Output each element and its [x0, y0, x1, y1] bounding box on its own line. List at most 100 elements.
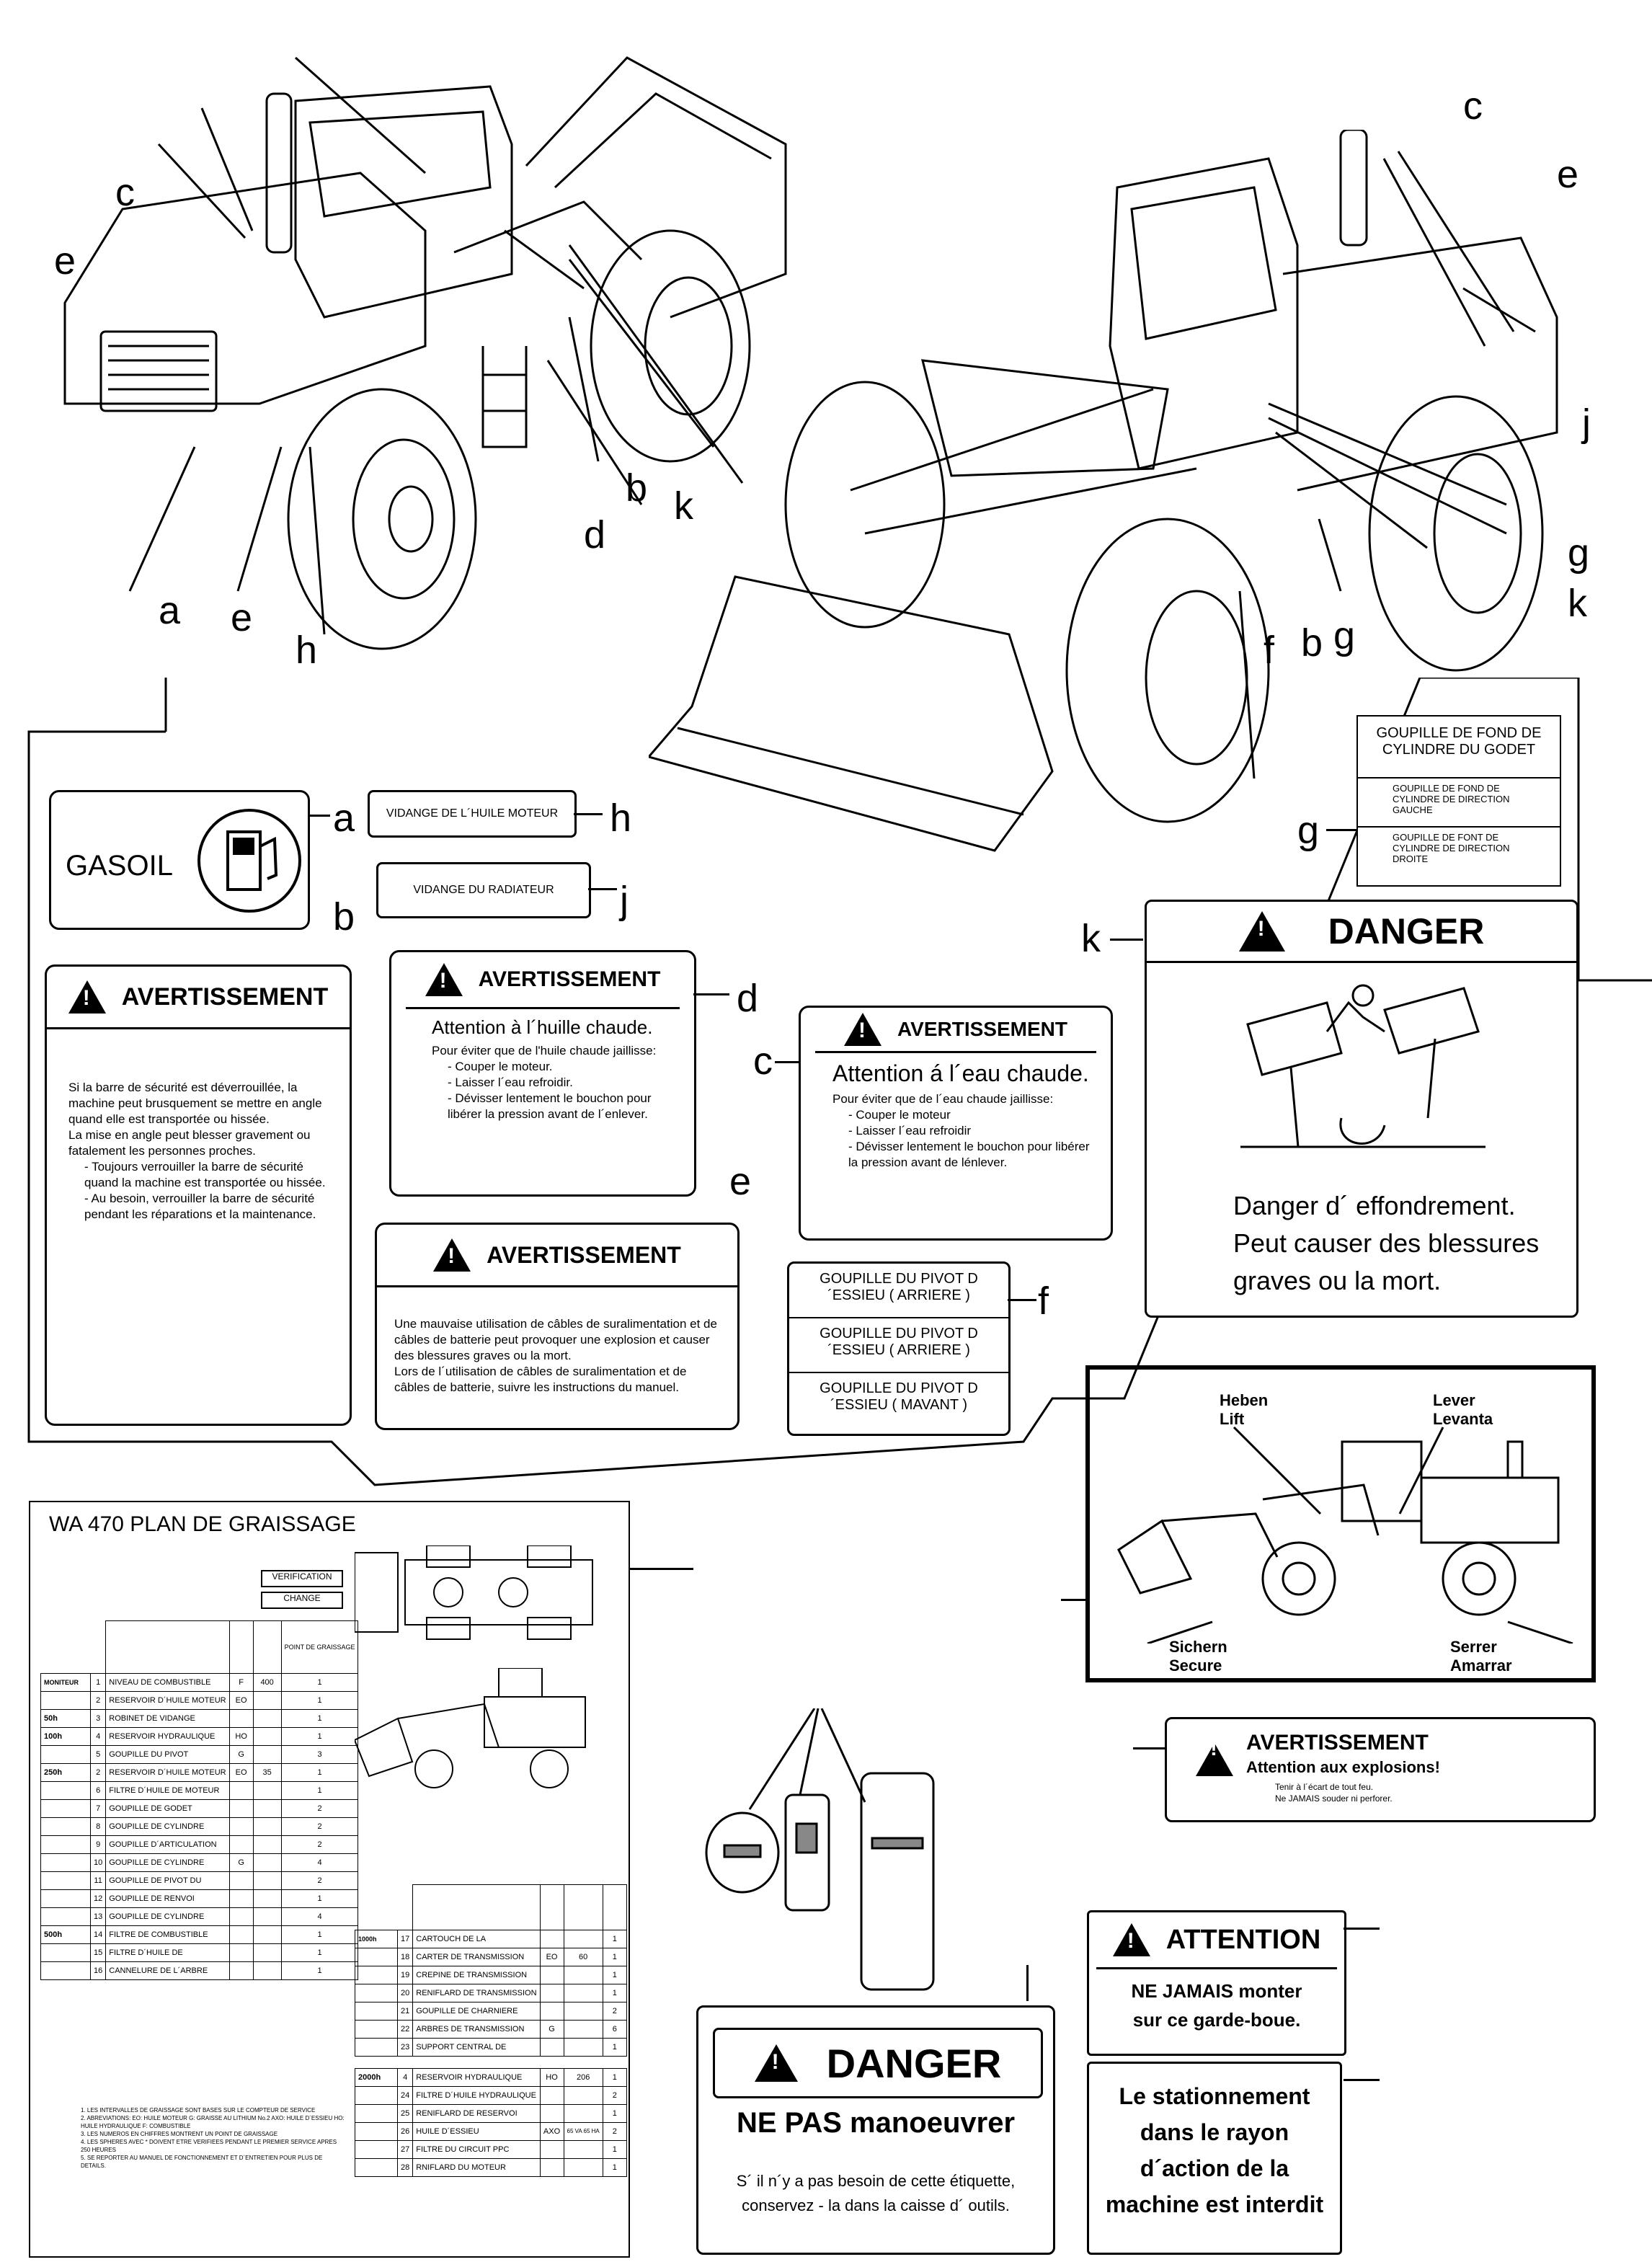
interval — [40, 1690, 91, 1710]
tiedown-fr: Serrer — [1450, 1638, 1497, 1656]
warning-triangle-icon — [1196, 1731, 1233, 1776]
row-code: G — [228, 1744, 254, 1764]
row-pts: 1 — [602, 2157, 627, 2177]
label-a-letter: a — [333, 797, 355, 840]
row-qty — [252, 1708, 282, 1728]
explosion-header: AVERTISSEMENT — [1246, 1731, 1429, 1755]
row-no: 27 — [396, 2139, 414, 2159]
row-pts: 1 — [280, 1672, 359, 1692]
row-no: 2 — [89, 1762, 107, 1782]
row-no: 4 — [89, 1726, 107, 1746]
interval: 500h — [40, 1925, 91, 1944]
lube-notes: 1. LES INTERVALLES DE GRAISSAGE SONT BAS… — [81, 2106, 347, 2170]
callout-j-top: j — [1582, 402, 1591, 445]
lube-points-side-view — [355, 1668, 586, 1788]
label-d-intro: Pour éviter que de l'huile chaude jailli… — [432, 1044, 657, 1057]
leader-line-lift — [1061, 1599, 1085, 1601]
label-d-hot-oil-warning: AVERTISSEMENT Attention à l´huille chaud… — [389, 950, 696, 1197]
row-no: 14 — [89, 1925, 107, 1944]
row-pts: 1 — [280, 1925, 359, 1944]
row-no: 12 — [89, 1889, 107, 1908]
row-pts: 3 — [280, 1744, 359, 1764]
danger-bottom-header: DANGER — [826, 2040, 1002, 2086]
lift-es: Levanta — [1433, 1410, 1493, 1428]
tiedown-de: Sichern — [1169, 1638, 1227, 1656]
label-c-hot-water-warning: AVERTISSEMENT Attention á l´eau chaude. … — [799, 1006, 1113, 1241]
interval — [40, 1744, 91, 1764]
row-no: 15 — [89, 1943, 107, 1962]
label-j-text: VIDANGE DU RADIATEUR — [413, 884, 554, 896]
leader-line-d — [693, 993, 729, 995]
row-pts: 1 — [602, 2139, 627, 2159]
row-no: 18 — [396, 1947, 414, 1966]
row-no: 28 — [396, 2157, 414, 2177]
label-b-item: Au besoin, verrouiller la barre de sécur… — [84, 1191, 335, 1223]
row-no: 26 — [396, 2121, 414, 2141]
warning-triangle-icon — [1238, 911, 1285, 952]
callout-f-top: f — [1264, 629, 1275, 672]
callout-a-top: a — [159, 589, 181, 632]
row-item: GOUPILLE DE GODET — [105, 1798, 230, 1818]
row-pts: 1 — [280, 1889, 359, 1908]
row-item: RENIFLARD DE RESERVOI — [412, 2103, 541, 2123]
label-f-axle-pivot-pins: GOUPILLE DU PIVOT D´ESSIEU ( ARRIERE ) G… — [787, 1261, 1011, 1436]
row-no: 9 — [89, 1835, 107, 1854]
row-no: 25 — [396, 2103, 414, 2123]
label-c-header: AVERTISSEMENT — [801, 1008, 1111, 1051]
row-item: CREPINE DE TRANSMISSION — [412, 1965, 541, 1984]
row-item: GOUPILLE DE CYLINDRE — [105, 1817, 230, 1836]
label-d-title: Attention à l´huille chaude. — [432, 1016, 653, 1038]
leader-line-attention — [1344, 1928, 1380, 1930]
warning-triangle-icon — [1112, 1923, 1150, 1956]
callout-k-top-right: k — [1568, 582, 1587, 625]
label-g-letter: g — [1297, 809, 1320, 852]
leader-line-stationnement — [1344, 2079, 1380, 2081]
row-no: 23 — [396, 2037, 414, 2057]
danger-bottom-line1: S´ il n´y a pas besoin de cette étiquett… — [736, 2172, 1016, 2190]
stationnement-line2: dans le rayon — [1140, 2119, 1289, 2145]
row-no: 4 — [396, 2067, 414, 2087]
row-pts: 1 — [602, 2037, 627, 2057]
row-code: EO — [228, 1690, 254, 1710]
callout-h-top: h — [296, 629, 318, 672]
leader-line-lube — [629, 1568, 693, 1570]
no-parking-label: Le stationnement dans le rayon d´action … — [1087, 2062, 1342, 2255]
row-no: 11 — [89, 1871, 107, 1890]
row-item: SUPPORT CENTRAL DE — [412, 2037, 541, 2057]
row-item: RESERVOIR HYDRAULIQUE — [412, 2067, 541, 2087]
row-qty: 206 — [563, 2067, 603, 2087]
label-k-crush-danger: DANGER Danger d´ effondrement. Peut caus… — [1145, 900, 1578, 1318]
row-no: 20 — [396, 1983, 414, 2002]
label-g-row: GOUPILLE DE FONT DE CYLINDRE DE DIRECTIO… — [1393, 832, 1510, 864]
interval: 2000h — [355, 2067, 398, 2087]
label-b-letter: b — [333, 895, 355, 939]
row-code: F — [228, 1672, 254, 1692]
label-k-header: DANGER — [1147, 902, 1576, 963]
row-pts: 1 — [602, 1947, 627, 1966]
row-item: FILTRE D´HUILE HYDRAULIQUE — [412, 2085, 541, 2105]
row-pts: 2 — [602, 2085, 627, 2105]
row-no: 10 — [89, 1853, 107, 1872]
battery-explosion-warning: AVERTISSEMENT Attention aux explosions! … — [1165, 1717, 1596, 1822]
label-b-para1: Si la barre de sécurité est déverrouillé… — [68, 1081, 322, 1126]
row-pts: 1 — [602, 1965, 627, 1984]
verification-key: VERIFICATION — [261, 1570, 343, 1587]
row-code — [228, 1708, 254, 1728]
lube-chart: WA 470 PLAN DE GRAISSAGE VERIFICATION CH… — [29, 1501, 630, 2258]
callout-g-top-right: g — [1568, 531, 1590, 575]
row-item: GOUPILLE DE PIVOT DU — [105, 1871, 230, 1890]
danger-bottom-title: NE PAS manoeuvrer — [736, 2107, 1016, 2139]
label-c-header-text: AVERTISSEMENT — [897, 1018, 1067, 1040]
tiedown-es: Amarrar — [1450, 1656, 1512, 1675]
danger-bottom-line2: conservez - la dans la caisse d´ outils. — [742, 2196, 1010, 2214]
stationnement-line1: Le stationnement — [1119, 2083, 1310, 2109]
warning-triangle-icon — [844, 1013, 882, 1046]
row-pts: 1 — [280, 1961, 359, 1980]
label-k-line2: Peut causer des blessures — [1233, 1228, 1540, 1258]
row-item: GOUPILLE DE CYLINDRE — [105, 1853, 230, 1872]
tiedown-en: Secure — [1169, 1656, 1222, 1675]
row-no: 17 — [396, 1929, 414, 1948]
label-d-letter: d — [737, 977, 759, 1020]
label-g-cylinder-pins: GOUPILLE DE FOND DE CYLINDRE DU GODET GO… — [1356, 715, 1561, 887]
